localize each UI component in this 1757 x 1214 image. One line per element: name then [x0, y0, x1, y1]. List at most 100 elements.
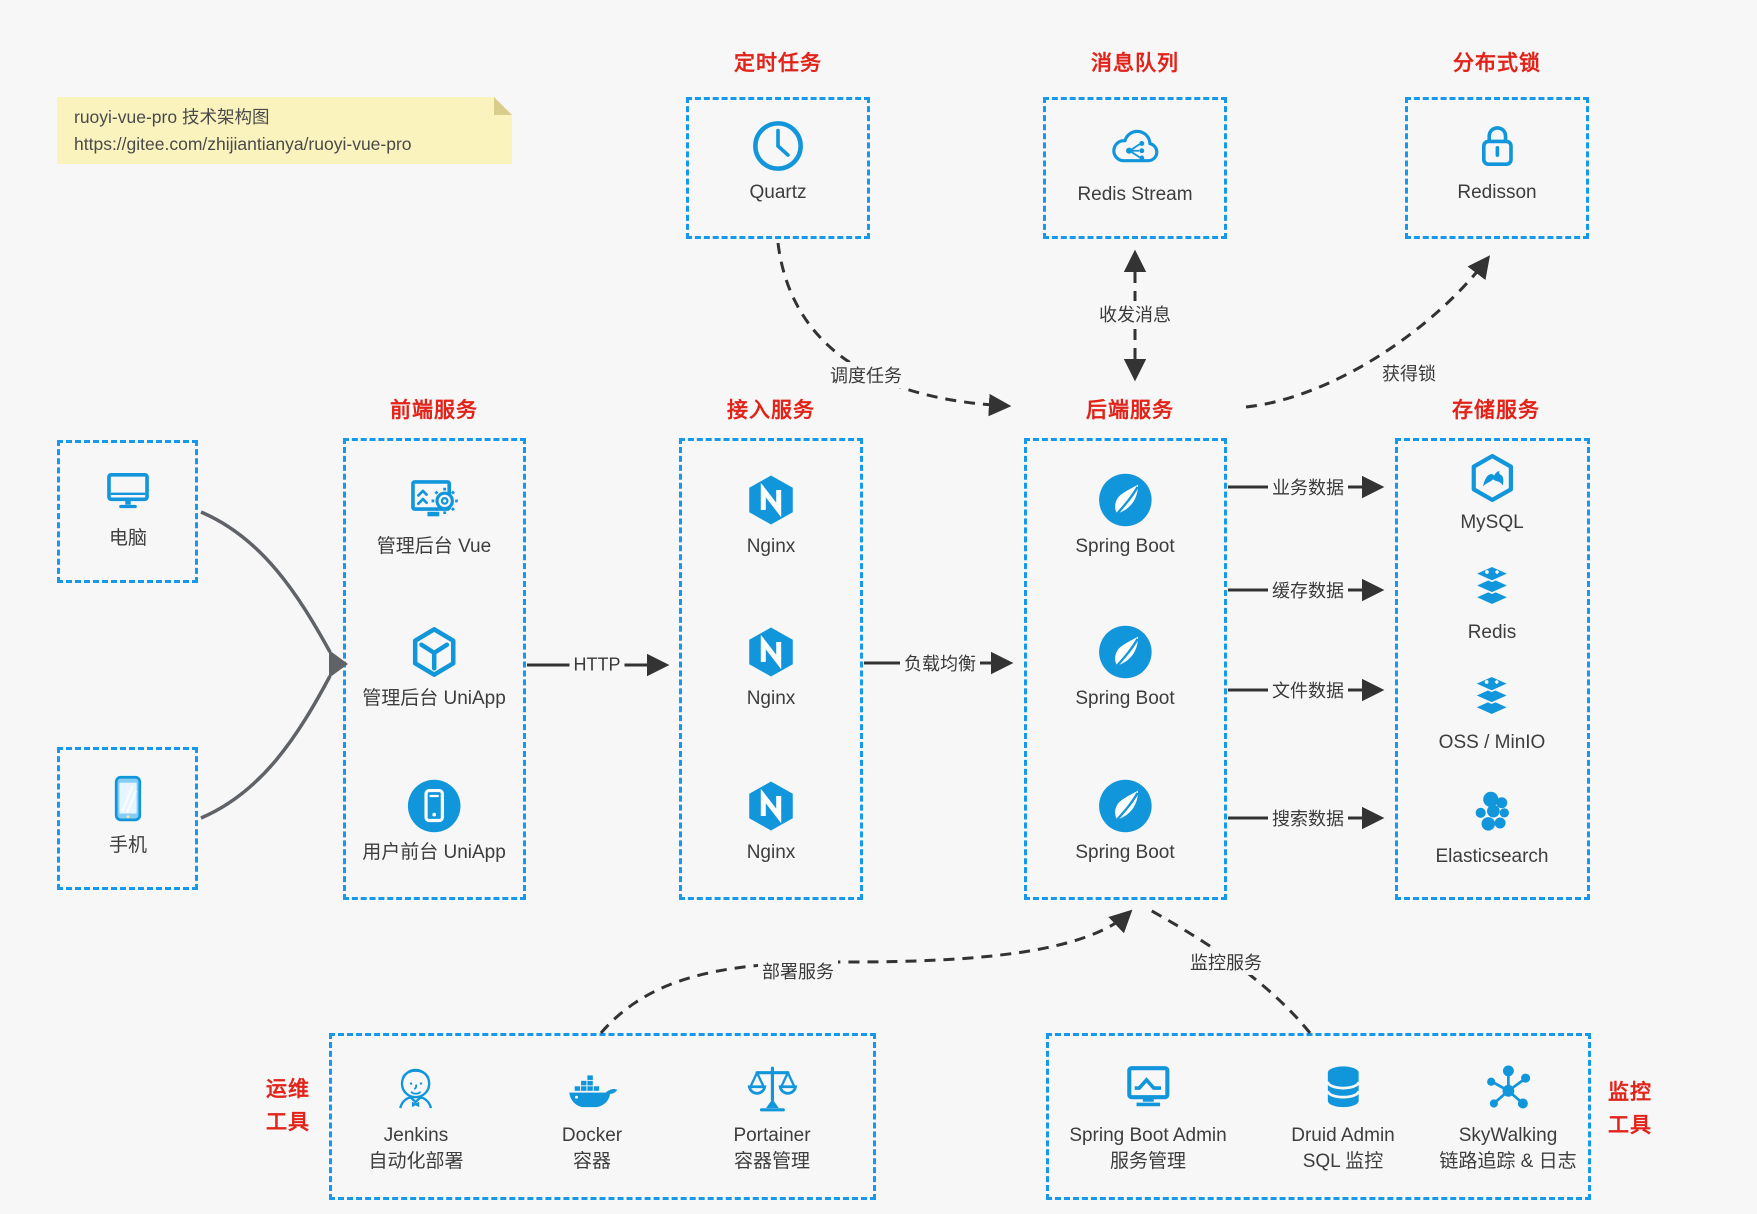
title-frontend: 前端服务 — [390, 399, 478, 422]
spring-icon — [1098, 625, 1152, 679]
node-desc: 自动化部署 — [368, 1151, 464, 1172]
node-spring-3: Spring Boot — [1075, 777, 1175, 866]
client-merge-arrows — [200, 510, 332, 820]
node-desc: 容器 — [572, 1151, 611, 1172]
node-quartz: Quartz — [749, 117, 807, 206]
jenkins-icon — [398, 1068, 432, 1109]
node-desc: 容器管理 — [733, 1151, 811, 1172]
hub-icon — [1486, 1065, 1530, 1109]
title-gateway: 接入服务 — [727, 399, 815, 422]
node-label: Nginx — [746, 536, 796, 557]
nginx-icon — [749, 475, 793, 525]
node-portainer: Portainer 容器管理 — [733, 1060, 811, 1175]
node-user-uniapp: 用户前台 UniApp — [362, 777, 506, 866]
node-name: Jenkins — [383, 1125, 449, 1146]
nginx-icon — [749, 781, 793, 831]
node-redis-stream: Redis Stream — [1077, 119, 1193, 208]
edge-label-file-data: 文件数据 — [1268, 677, 1348, 703]
edge-label-search-data: 搜索数据 — [1268, 805, 1348, 831]
node-admin-uniapp: 管理后台 UniApp — [362, 623, 506, 712]
node-label: 手机 — [108, 835, 147, 856]
redis-stack-icon — [1473, 675, 1511, 716]
desktop-icon — [107, 472, 149, 509]
cube-icon — [412, 627, 456, 677]
node-spring-2: Spring Boot — [1075, 623, 1175, 712]
edge-label-monitor: 监控服务 — [1186, 949, 1266, 975]
node-name: Spring Boot Admin — [1069, 1125, 1227, 1146]
group-box-gateway — [679, 438, 863, 900]
node-label: Jenkins 自动化部署 — [368, 1123, 463, 1175]
node-elasticsearch: Elasticsearch — [1436, 785, 1549, 870]
node-name: Docker — [561, 1125, 623, 1146]
node-label: Elasticsearch — [1435, 846, 1549, 867]
group-box-scheduled — [686, 97, 870, 239]
node-label: Spring Boot Admin 服务管理 — [1069, 1123, 1226, 1175]
node-label: SkyWalking 链路追踪 & 日志 — [1439, 1123, 1576, 1175]
title-scheduled-task: 定时任务 — [734, 52, 822, 75]
node-label: 电脑 — [108, 528, 147, 549]
node-name: Portainer — [733, 1125, 811, 1146]
mobile-app-icon — [407, 779, 461, 833]
node-mysql: MySQL — [1460, 451, 1524, 536]
group-box-monitoring — [1046, 1033, 1591, 1200]
node-label: MySQL — [1460, 512, 1524, 533]
elasticsearch-icon — [1475, 791, 1509, 831]
node-label: OSS / MinIO — [1438, 732, 1546, 753]
edge-label-deploy: 部署服务 — [758, 958, 838, 984]
spring-icon — [1098, 473, 1152, 527]
node-spring-1: Spring Boot — [1075, 471, 1175, 560]
title-distributed-lock: 分布式锁 — [1453, 52, 1541, 75]
node-redis: Redis — [1465, 561, 1519, 646]
edge-label-get-lock: 获得锁 — [1378, 360, 1440, 386]
mysql-icon — [1471, 453, 1513, 503]
node-label: Druid Admin SQL 监控 — [1291, 1123, 1395, 1175]
node-druid-admin: Druid Admin SQL 监控 — [1291, 1060, 1395, 1175]
admin-screen-gear-icon — [411, 480, 459, 517]
sticky-note: ruoyi-vue-pro 技术架构图 https://gitee.com/zh… — [57, 97, 512, 164]
edge-label-http: HTTP — [569, 654, 625, 676]
node-label: Redisson — [1457, 182, 1537, 203]
edge-label-messaging: 收发消息 — [1095, 301, 1175, 327]
node-pc: 电脑 — [99, 463, 157, 552]
nginx-icon — [749, 627, 793, 677]
group-box-pc — [57, 440, 198, 583]
node-label: Portainer 容器管理 — [733, 1123, 810, 1175]
group-box-lock — [1405, 97, 1589, 239]
spring-icon — [1098, 779, 1152, 833]
node-label: Nginx — [746, 688, 796, 709]
group-box-phone — [57, 747, 198, 890]
node-label: Quartz — [749, 182, 807, 203]
node-skywalking: SkyWalking 链路追踪 & 日志 — [1439, 1060, 1577, 1175]
node-desc: SQL 监控 — [1302, 1151, 1384, 1172]
node-label: Spring Boot — [1075, 536, 1175, 557]
node-label: 用户前台 UniApp — [362, 842, 506, 863]
lock-icon — [1481, 126, 1513, 166]
scales-icon — [747, 1066, 797, 1112]
node-name: Druid Admin — [1291, 1125, 1395, 1146]
node-admin-vue: 管理后台 Vue — [377, 471, 491, 560]
node-nginx-3: Nginx — [742, 777, 800, 866]
node-label: Spring Boot — [1075, 688, 1175, 709]
node-label: Nginx — [746, 842, 796, 863]
group-box-mq — [1043, 97, 1227, 239]
note-url: https://gitee.com/zhijiantianya/ruoyi-vu… — [74, 134, 412, 154]
title-backend: 后端服务 — [1086, 399, 1174, 422]
node-desc: 链路追踪 & 日志 — [1439, 1151, 1577, 1172]
edge-label-cache-data: 缓存数据 — [1268, 577, 1348, 603]
node-label: 管理后台 UniApp — [362, 688, 506, 709]
title-ops-tools: 运维 工具 — [266, 1078, 310, 1134]
note-fold-corner — [494, 97, 512, 115]
monitor-chart-icon — [1126, 1066, 1170, 1107]
note-title: ruoyi-vue-pro 技术架构图 — [74, 107, 270, 127]
redis-stack-icon — [1473, 565, 1511, 606]
node-label: Redis Stream — [1077, 184, 1193, 205]
node-spring-boot-admin: Spring Boot Admin 服务管理 — [1069, 1060, 1227, 1175]
node-label: 管理后台 Vue — [376, 536, 492, 557]
title-storage: 存储服务 — [1452, 399, 1540, 422]
node-name: SkyWalking — [1458, 1125, 1558, 1146]
group-box-storage — [1395, 438, 1590, 900]
node-label: Docker 容器 — [562, 1123, 622, 1175]
group-box-ops — [329, 1033, 876, 1200]
node-phone: 手机 — [99, 770, 157, 859]
